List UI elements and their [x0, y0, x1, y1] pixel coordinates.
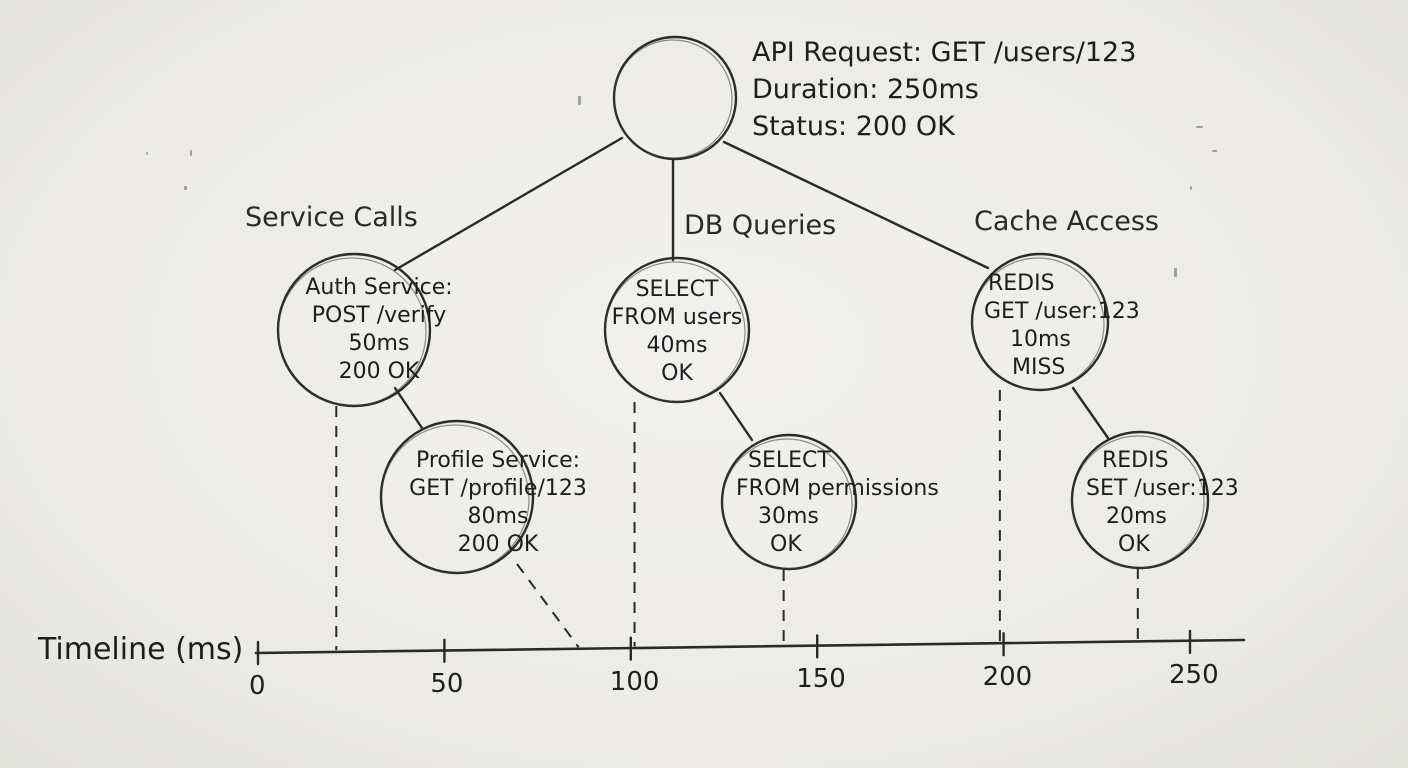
node-line: 50ms [348, 331, 410, 356]
node-select-perms [720, 433, 858, 571]
node-line: Auth Service: [305, 275, 453, 300]
node-line: FROM users [611, 305, 743, 330]
pencil-speck [1190, 186, 1192, 190]
node-select-users-text: SELECT FROM users 40ms OK [592, 276, 762, 388]
category-service-calls: Service Calls [245, 202, 418, 233]
root-info-line: Status: 200 OK [752, 111, 955, 142]
node-line: REDIS [988, 271, 1055, 296]
node-line: GET /profile/123 [409, 476, 587, 501]
node-line: POST /verify [311, 303, 447, 328]
node-line: 10ms [1010, 327, 1071, 352]
pencil-speck [190, 150, 192, 156]
node-line: SELECT [635, 277, 719, 302]
root-info: API Request: GET /users/123 Duration: 25… [752, 34, 1136, 145]
tick-label: 250 [1169, 660, 1219, 690]
tick-label: 200 [982, 662, 1033, 693]
category-cache-access: Cache Access [974, 206, 1159, 237]
node-line: MISS [1012, 355, 1066, 380]
node-line: Profile Service: [415, 448, 581, 473]
tick-label: 0 [249, 671, 266, 701]
node-line: 20ms [1106, 504, 1167, 529]
node-line: REDIS [1102, 448, 1169, 473]
node-profile [379, 419, 535, 575]
node-root [612, 35, 738, 161]
timeline-marker-profile [516, 563, 580, 648]
tick-label: 150 [796, 664, 846, 695]
node-redis-get [970, 252, 1110, 392]
edge-auth-profile [393, 386, 424, 430]
timeline-markers [335, 390, 1139, 651]
node-line: OK [1118, 532, 1150, 557]
node-line: 40ms [646, 333, 708, 358]
node-select-users [603, 256, 751, 404]
timeline-title: Timeline (ms) [38, 632, 244, 667]
pencil-speck [184, 186, 187, 190]
edge-root-auth [393, 136, 624, 272]
root-info-line: Duration: 250ms [752, 74, 979, 105]
category-db-queries: DB Queries [684, 210, 837, 241]
root-info-line: API Request: GET /users/123 [752, 37, 1137, 68]
edge-root-cache [722, 140, 990, 270]
timeline-axis [254, 638, 1246, 655]
node-redis-get-text: REDIS GET /user:123 10ms MISS [972, 270, 1162, 382]
timeline-tick-marks [443, 629, 1192, 663]
tick-label: 100 [609, 666, 660, 697]
pencil-speck [146, 152, 148, 155]
edge-users-perms [718, 391, 754, 442]
node-line: OK [770, 532, 802, 557]
node-select-perms-text: SELECT FROM permissions 30ms OK [718, 447, 958, 559]
node-line: 200 OK [338, 359, 420, 384]
node-line: SET /user:123 [1086, 476, 1239, 501]
node-line: 80ms [467, 504, 529, 529]
node-line: GET /user:123 [984, 299, 1140, 324]
pencil-speck [1174, 268, 1177, 277]
pencil-speck [578, 96, 581, 105]
pencil-speck [1212, 150, 1217, 152]
node-profile-text: Profile Service: GET /profile/123 80ms 2… [383, 447, 613, 559]
node-line: SELECT [748, 448, 831, 473]
node-line: 30ms [758, 504, 819, 529]
node-auth-text: Auth Service: POST /verify 50ms 200 OK [274, 274, 484, 386]
pencil-speck [1196, 126, 1203, 128]
node-line: FROM permissions [736, 476, 939, 501]
edge-redisget-redisset [1071, 386, 1110, 440]
node-line: 200 OK [457, 532, 539, 557]
node-auth [276, 252, 432, 408]
tick-label: 50 [430, 668, 464, 699]
node-line: OK [661, 361, 693, 386]
node-redis-set-text: REDIS SET /user:123 20ms OK [1062, 447, 1262, 559]
